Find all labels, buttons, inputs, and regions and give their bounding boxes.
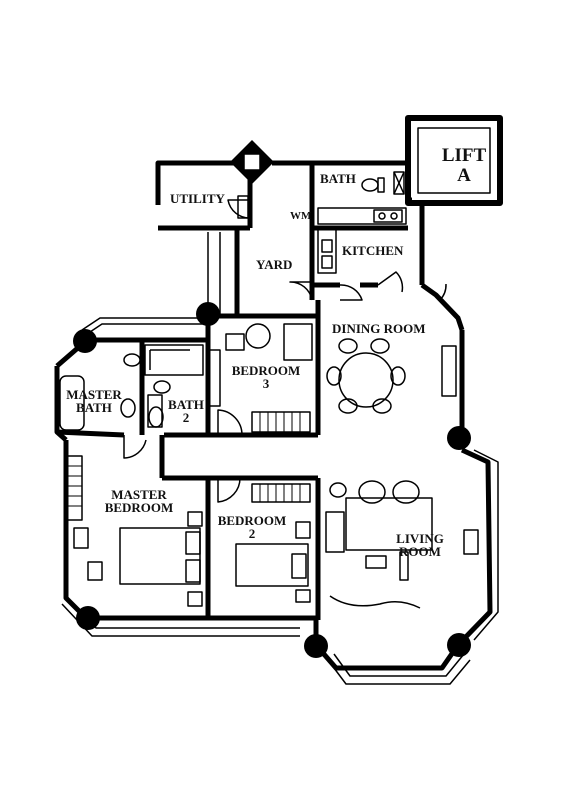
utility-label: UTILITY (170, 191, 225, 206)
lift-label-line2: A (457, 165, 471, 186)
bath-label: BATH (320, 171, 356, 186)
fixtures (59, 171, 407, 521)
lift-label-line1: LIFT (441, 145, 487, 166)
master-bedroom-label-line2: BEDROOM (104, 500, 174, 515)
bath-2-label: BATH 2 (166, 398, 206, 424)
bedroom-3-label-line1: BEDROOM (231, 363, 301, 378)
door-swings (123, 199, 447, 503)
bedroom-2-label: BEDROOM 2 (212, 514, 292, 540)
master-bedroom-label-line1: MASTER (111, 487, 167, 502)
kitchen-label: KITCHEN (342, 243, 404, 258)
lift-label: LIFT A (438, 146, 490, 186)
yard-label: YARD (256, 257, 293, 272)
structural-columns (73, 140, 471, 658)
bath-2-label-line1: BATH (168, 397, 204, 412)
living-room-label-line1: LIVING (396, 531, 444, 546)
master-bath-label: MASTER BATH (64, 388, 124, 414)
master-bedroom-label: MASTER BEDROOM (94, 488, 184, 514)
bedroom-3-label-line2: 3 (262, 376, 270, 391)
outer-walls (54, 160, 493, 671)
furniture (73, 323, 479, 609)
living-room-label-line2: ROOM (399, 544, 441, 559)
bedroom-2-label-line1: BEDROOM (217, 513, 287, 528)
master-bath-label-line2: BATH (76, 400, 112, 415)
bedroom-2-label-line2: 2 (248, 526, 256, 541)
master-bath-label-line1: MASTER (66, 387, 122, 402)
wardrobe-hatching (66, 412, 301, 507)
living-room-label: LIVING ROOM (390, 532, 450, 558)
bedroom-3-label: BEDROOM 3 (226, 364, 306, 390)
bath-2-label-line2: 2 (182, 410, 190, 425)
washing-machine-label: WM (290, 210, 312, 222)
dining-room-label: DINING ROOM (332, 321, 426, 336)
